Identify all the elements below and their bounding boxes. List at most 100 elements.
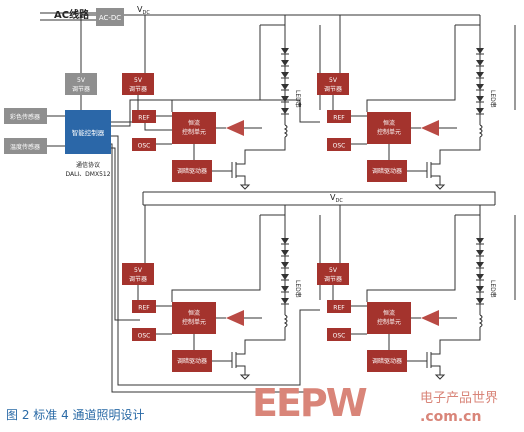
vdc-label-top: VDC bbox=[137, 5, 150, 16]
osc-box bbox=[327, 138, 351, 151]
amplifier-triangle bbox=[421, 310, 439, 326]
dim-driver-label: 调暗驱动器 bbox=[372, 357, 402, 365]
cc-unit bbox=[367, 302, 411, 334]
smart-controller: 智能控制器 通信协议 DALI、DMX512 bbox=[65, 110, 111, 178]
led-diode-icon bbox=[476, 72, 484, 78]
channel-regulator-label: 调节器 bbox=[324, 85, 342, 93]
led-diode-icon bbox=[476, 96, 484, 102]
osc-label: OSC bbox=[333, 333, 346, 340]
led-string-label: LED串 bbox=[294, 280, 302, 298]
dim-driver bbox=[367, 160, 407, 182]
ground-symbol bbox=[239, 184, 251, 190]
ref-label: REF bbox=[138, 305, 150, 312]
channel-regulator bbox=[122, 263, 154, 285]
vdc-label-bottom: VDC bbox=[330, 193, 343, 204]
cc-unit-label-2: 控制单元 bbox=[182, 128, 206, 136]
channel-regulator-label: 调节器 bbox=[324, 275, 342, 283]
svg-text:智能控制器: 智能控制器 bbox=[72, 128, 105, 137]
ref-box bbox=[132, 300, 156, 313]
inductor-icon bbox=[478, 124, 483, 138]
cc-unit bbox=[172, 302, 216, 334]
amplifier-triangle bbox=[226, 120, 244, 136]
led-diode-icon bbox=[281, 262, 289, 268]
acdc-label: AC-DC bbox=[99, 14, 121, 22]
ref-box bbox=[327, 300, 351, 313]
led-diode-icon bbox=[476, 274, 484, 280]
osc-box bbox=[327, 328, 351, 341]
led-diode-icon bbox=[476, 298, 484, 304]
cc-unit-label-2: 控制单元 bbox=[182, 318, 206, 326]
osc-box bbox=[132, 328, 156, 341]
watermark-brand: EEPW bbox=[252, 381, 367, 425]
protocol-label-1: 通信协议 bbox=[76, 161, 100, 169]
dim-driver-label: 调暗驱动器 bbox=[177, 167, 207, 175]
led-diode-icon bbox=[281, 298, 289, 304]
main-regulator: 5V 调节器 bbox=[65, 73, 97, 110]
channel-regulator-5v: 5V bbox=[134, 267, 143, 274]
color-sensor: 彩色传感器 bbox=[4, 108, 65, 124]
channel-regulator-label: 调节器 bbox=[129, 85, 147, 93]
led-diode-icon bbox=[476, 84, 484, 90]
cc-unit bbox=[367, 112, 411, 144]
led-diode-icon bbox=[476, 286, 484, 292]
dim-driver bbox=[367, 350, 407, 372]
figure-caption: 图 2 标准 4 通道照明设计 bbox=[6, 408, 145, 422]
led-diode-icon bbox=[281, 108, 289, 114]
channel-regulator-label: 调节器 bbox=[129, 275, 147, 283]
cc-unit-label-2: 控制单元 bbox=[377, 318, 401, 326]
dim-driver-label: 调暗驱动器 bbox=[372, 167, 402, 175]
channel-regulator bbox=[122, 73, 154, 95]
led-diode-icon bbox=[476, 250, 484, 256]
led-diode-icon bbox=[476, 108, 484, 114]
osc-label: OSC bbox=[138, 333, 151, 340]
led-diode-icon bbox=[281, 72, 289, 78]
led-diode-icon bbox=[476, 48, 484, 54]
led-diode-icon bbox=[281, 286, 289, 292]
cc-unit bbox=[172, 112, 216, 144]
temp-sensor: 温度传感器 bbox=[4, 138, 65, 154]
led-diode-icon bbox=[281, 48, 289, 54]
led-diode-icon bbox=[281, 60, 289, 66]
ground-symbol bbox=[434, 374, 446, 380]
amplifier-triangle bbox=[421, 120, 439, 136]
cc-unit-label-1: 恒流 bbox=[188, 309, 200, 317]
acdc-box bbox=[96, 8, 124, 26]
led-string-label: LED串 bbox=[294, 90, 302, 108]
watermark-url: .com.cn bbox=[420, 409, 481, 425]
protocol-label-2: DALI、DMX512 bbox=[65, 171, 110, 178]
led-diode-icon bbox=[281, 84, 289, 90]
svg-text:温度传感器: 温度传感器 bbox=[10, 143, 40, 151]
ac-input: AC线路 AC-DC bbox=[40, 8, 124, 26]
ref-label: REF bbox=[333, 115, 345, 122]
led-string-label: LED串 bbox=[489, 90, 497, 108]
ref-box bbox=[132, 110, 156, 123]
cc-unit-label-1: 恒流 bbox=[383, 119, 395, 127]
led-string-label: LED串 bbox=[489, 280, 497, 298]
osc-box bbox=[132, 138, 156, 151]
dim-driver-label: 调暗驱动器 bbox=[177, 357, 207, 365]
channel-regulator-5v: 5V bbox=[329, 77, 338, 84]
cc-unit-label-2: 控制单元 bbox=[377, 128, 401, 136]
cc-unit-label-1: 恒流 bbox=[188, 119, 200, 127]
watermark-cn: 电子产品世界 bbox=[420, 391, 498, 406]
led-diode-icon bbox=[281, 274, 289, 280]
channel-regulator-5v: 5V bbox=[134, 77, 143, 84]
cc-unit-label-1: 恒流 bbox=[383, 309, 395, 317]
svg-text:彩色传感器: 彩色传感器 bbox=[10, 113, 40, 121]
channel-regulator-5v: 5V bbox=[329, 267, 338, 274]
inductor-icon bbox=[283, 314, 288, 328]
vdc-rail-top: VDC bbox=[80, 5, 480, 73]
control-bus bbox=[111, 99, 496, 393]
led-diode-icon bbox=[476, 60, 484, 66]
ref-label: REF bbox=[138, 115, 150, 122]
svg-text:5V: 5V bbox=[77, 77, 86, 84]
led-diode-icon bbox=[476, 238, 484, 244]
osc-label: OSC bbox=[333, 143, 346, 150]
osc-label: OSC bbox=[138, 143, 151, 150]
svg-text:调节器: 调节器 bbox=[72, 85, 90, 93]
